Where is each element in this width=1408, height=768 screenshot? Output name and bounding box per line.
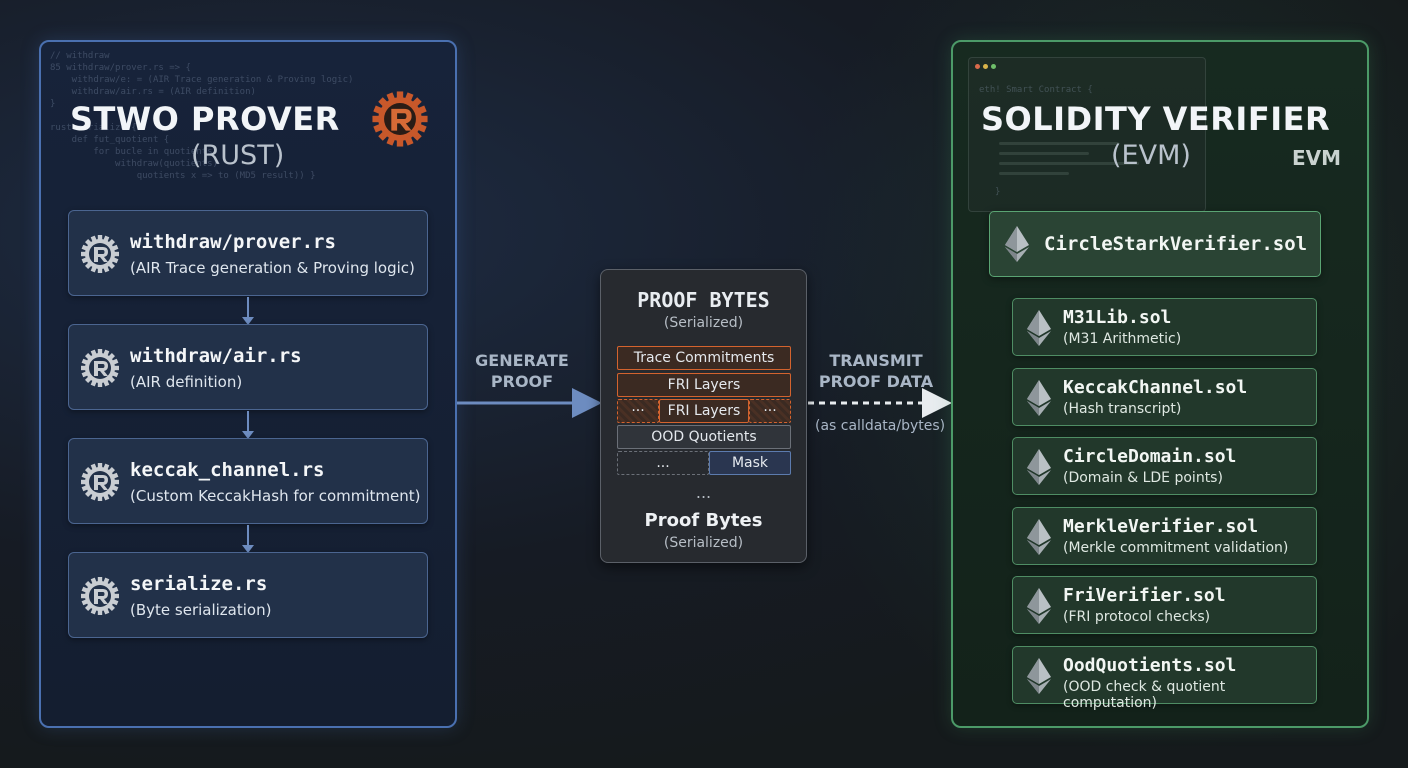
contract-desc: (Hash transcript) (1063, 401, 1182, 417)
segment-mask: Mask (709, 451, 791, 475)
prover-file-name: withdraw/prover.rs (130, 231, 336, 253)
segment-fri-ellipsis-left: ··· (617, 399, 659, 423)
contract-name: MerkleVerifier.sol (1063, 516, 1259, 537)
contract-name: KeccakChannel.sol (1063, 377, 1248, 398)
ghost-code-header: eth! Smart Contract { (979, 85, 1093, 95)
ghost-code-window: eth! Smart Contract { } (968, 57, 1206, 212)
contract-desc: (M31 Arithmetic) (1063, 331, 1182, 347)
segment-fri-layers: FRI Layers (617, 373, 791, 397)
segment-trace-commitments: Trace Commitments (617, 346, 791, 370)
main-contract-card[interactable]: CircleStarkVerifier.sol (989, 211, 1321, 277)
ghost-code-close: } (995, 187, 1001, 197)
prover-file-card[interactable]: withdraw/air.rs (AIR definition) (68, 324, 428, 410)
prover-file-desc: (AIR Trace generation & Proving logic) (130, 259, 415, 277)
contract-card[interactable]: CircleDomain.sol (Domain & LDE points) (1012, 437, 1317, 495)
proof-footer-subtitle: (Serialized) (663, 535, 744, 551)
contract-name: FriVerifier.sol (1063, 585, 1226, 606)
prover-file-name: keccak_channel.rs (130, 459, 325, 481)
ethereum-icon (1027, 310, 1051, 346)
contract-desc: (FRI protocol checks) (1063, 609, 1211, 625)
contract-card[interactable]: FriVerifier.sol (FRI protocol checks) (1012, 576, 1317, 634)
down-arrow (242, 525, 254, 553)
rust-gear-icon (81, 235, 119, 273)
contract-card[interactable]: OodQuotients.sol (OOD check & quotient c… (1012, 646, 1317, 711)
transmit-note: (as calldata/bytes) (815, 418, 946, 434)
proof-bytes-box: PROOF BYTES (Serialized) Trace Commitmen… (600, 269, 807, 563)
prover-subtitle: (RUST) (191, 140, 285, 171)
segment-ellipsis: ... (617, 451, 709, 475)
ethereum-icon (1027, 658, 1051, 694)
down-arrow (242, 411, 254, 439)
contract-name: CircleDomain.sol (1063, 446, 1237, 467)
prover-file-desc: (Custom KeccakHash for commitment) (130, 487, 421, 505)
contract-name: OodQuotients.sol (1063, 655, 1237, 676)
contract-name: M31Lib.sol (1063, 307, 1172, 328)
prover-file-name: serialize.rs (130, 573, 268, 595)
contract-card[interactable]: M31Lib.sol (M31 Arithmetic) (1012, 298, 1317, 356)
ethereum-icon (1027, 588, 1051, 624)
generate-proof-label: GENERATE PROOF (475, 351, 569, 391)
down-arrow (242, 297, 254, 325)
rust-gear-icon (81, 349, 119, 387)
contract-desc: (Domain & LDE points) (1063, 470, 1223, 486)
prover-title: STWO PROVER (70, 100, 340, 138)
verifier-title: SOLIDITY VERIFIER (981, 100, 1331, 138)
contract-desc: (Merkle commitment validation) (1063, 540, 1289, 556)
prover-ghost-code: // withdraw 85 withdraw/prover.rs => { w… (50, 51, 354, 181)
proof-title: PROOF BYTES (637, 288, 770, 312)
prover-file-desc: (Byte serialization) (130, 601, 272, 619)
contract-desc: (OOD check & quotient computation) (1063, 679, 1226, 711)
ethereum-icon (1027, 519, 1051, 555)
transmit-label: TRANSMIT PROOF DATA (818, 351, 934, 391)
prover-file-card[interactable]: withdraw/prover.rs (AIR Trace generation… (68, 210, 428, 296)
prover-file-name: withdraw/air.rs (130, 345, 302, 367)
contract-card[interactable]: KeccakChannel.sol (Hash transcript) (1012, 368, 1317, 426)
contract-card[interactable]: MerkleVerifier.sol (Merkle commitment va… (1012, 507, 1317, 565)
verifier-subtitle: (EVM) (1111, 140, 1191, 171)
rust-gear-icon (81, 463, 119, 501)
prover-file-desc: (AIR definition) (130, 373, 243, 391)
evm-badge: EVM (1292, 146, 1342, 170)
segment-fri-layers: FRI Layers (659, 399, 749, 423)
main-contract-name: CircleStarkVerifier.sol (1044, 233, 1308, 255)
ethereum-icon (1027, 380, 1051, 416)
rust-gear-icon (81, 577, 119, 615)
segment-ood-quotients: OOD Quotients (617, 425, 791, 449)
segment-fri-ellipsis-right: ··· (749, 399, 791, 423)
prover-file-card[interactable]: keccak_channel.rs (Custom KeccakHash for… (68, 438, 428, 524)
proof-more: ... (695, 483, 712, 502)
prover-file-card[interactable]: serialize.rs (Byte serialization) (68, 552, 428, 638)
ethereum-icon (1027, 449, 1051, 485)
proof-footer-title: Proof Bytes (644, 510, 763, 531)
ethereum-icon (1005, 226, 1029, 262)
proof-subtitle: (Serialized) (663, 315, 744, 331)
